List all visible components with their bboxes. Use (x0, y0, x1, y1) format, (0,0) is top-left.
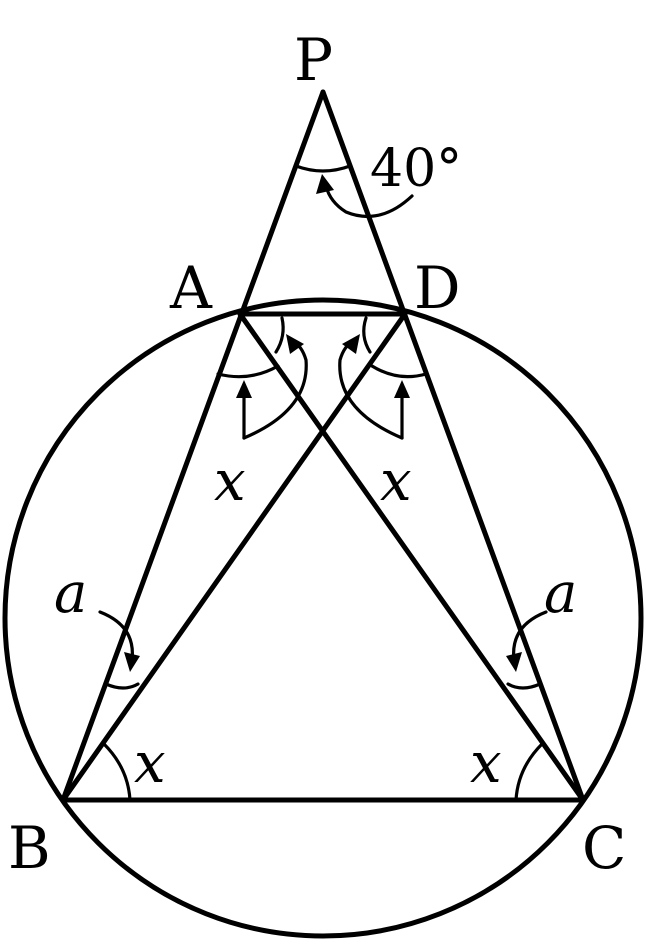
arrow-head-a-right (506, 652, 522, 672)
label-C: C (582, 814, 626, 882)
label-P: P (294, 26, 333, 94)
arrow-head-x-A (236, 380, 252, 398)
label-a-left: a (54, 561, 87, 626)
line-PC (320, 89, 586, 803)
line-PB (60, 89, 326, 803)
pointer-A-to-angle (242, 338, 308, 440)
label-x-B: x (134, 731, 166, 796)
label-D: D (414, 254, 461, 322)
label-a-right: a (544, 561, 577, 626)
angle-arc-x-C (514, 742, 544, 802)
angle-arc-A-lower (216, 364, 280, 379)
angle-arc-D-lower (370, 364, 428, 379)
label-B: B (8, 814, 51, 882)
angle-arc-a-right (506, 682, 542, 690)
arrow-head-x-D (394, 380, 410, 398)
diagonal-DB (60, 311, 408, 803)
arrow-head-D-angle (342, 334, 360, 354)
arrow-head-P (316, 174, 334, 194)
label-angle-P: 40° (370, 139, 462, 199)
angle-arc-D-inner (362, 316, 372, 354)
label-A: A (169, 254, 213, 322)
label-x-A: x (214, 449, 246, 514)
angle-arc-a-left (104, 682, 140, 690)
diagonal-AC (237, 311, 586, 803)
angle-arc-A-inner (274, 316, 285, 354)
arrow-head-a-left (124, 652, 140, 672)
pointer-D-to-angle (338, 338, 404, 440)
label-x-C: x (470, 731, 502, 796)
angle-arc-P (294, 164, 352, 173)
label-x-D: x (380, 449, 412, 514)
angle-arc-x-B (102, 742, 132, 802)
angle-pointer-P (324, 184, 414, 219)
pointer-a-left (98, 610, 134, 662)
circumcircle (2, 297, 644, 939)
pointer-a-right (512, 610, 548, 662)
arrow-head-A-angle (286, 334, 304, 354)
